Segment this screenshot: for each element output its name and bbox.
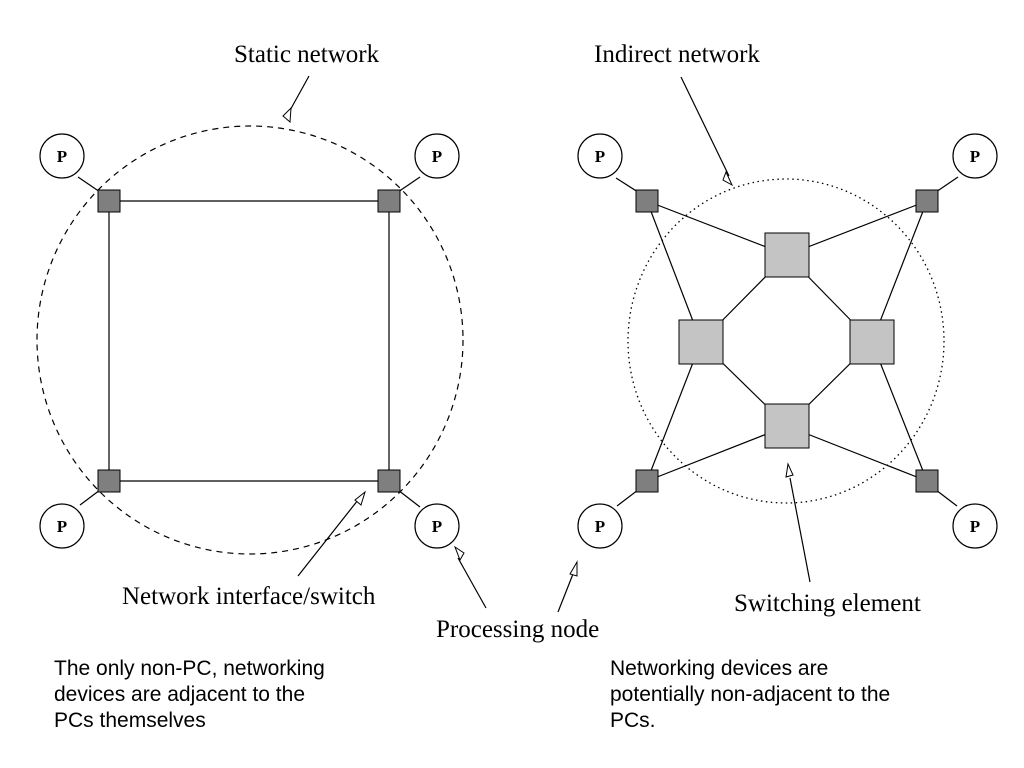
caption-line: The only non-PC, networking [54, 657, 325, 680]
processing-node: P [577, 133, 623, 179]
indirect-switch [915, 189, 939, 213]
processing-node-label: P [595, 517, 605, 536]
processing-node-label: P [432, 147, 442, 166]
processing-node: P [414, 133, 460, 179]
processing-node: P [39, 503, 85, 549]
static-switch [377, 469, 401, 493]
switching-element [764, 232, 810, 278]
processing-node: P [39, 133, 85, 179]
processing-node-label: P [57, 517, 67, 536]
network-interface-label: Network interface/switch [122, 583, 376, 610]
indirect-network-diagram: P P P P [577, 133, 998, 549]
static-switch [97, 469, 121, 493]
processing-node-callout-label: Processing node [436, 616, 599, 643]
static-network-boundary [36, 125, 464, 555]
switching-element [764, 403, 810, 449]
indirect-switch [635, 189, 659, 213]
static-links [77, 176, 421, 508]
switching-element [678, 319, 724, 365]
processing-node-label: P [970, 147, 980, 166]
caption-line: Networking devices are [610, 657, 829, 680]
processing-node: P [952, 503, 998, 549]
indirect-network-label: Indirect network [594, 41, 760, 68]
processing-node-label: P [970, 517, 980, 536]
indirect-network-caption: Networking devices are potentially non-a… [610, 656, 890, 734]
callout-leaders [282, 75, 811, 613]
indirect-switch [635, 469, 659, 493]
processing-node-label: P [432, 517, 442, 536]
indirect-network-boundary [627, 178, 945, 504]
indirect-switch [915, 469, 939, 493]
switching-element-label: Switching element [734, 590, 921, 617]
processing-node: P [414, 503, 460, 549]
caption-line: potentially non-adjacent to the [610, 683, 891, 706]
processing-node-label: P [595, 147, 605, 166]
caption-line: PCs themselves [54, 709, 206, 732]
indirect-links [615, 176, 959, 507]
switching-element [849, 319, 895, 365]
processing-node-label: P [57, 147, 67, 166]
static-switch [97, 189, 121, 213]
static-network-label: Static network [234, 41, 380, 68]
caption-line: devices are adjacent to the [54, 683, 305, 706]
static-network-diagram: P P P P [36, 125, 464, 555]
static-switch [377, 189, 401, 213]
caption-line: PCs. [610, 709, 656, 732]
processing-node: P [577, 503, 623, 549]
processing-node: P [952, 133, 998, 179]
static-network-caption: The only non-PC, networking devices are … [54, 656, 325, 734]
